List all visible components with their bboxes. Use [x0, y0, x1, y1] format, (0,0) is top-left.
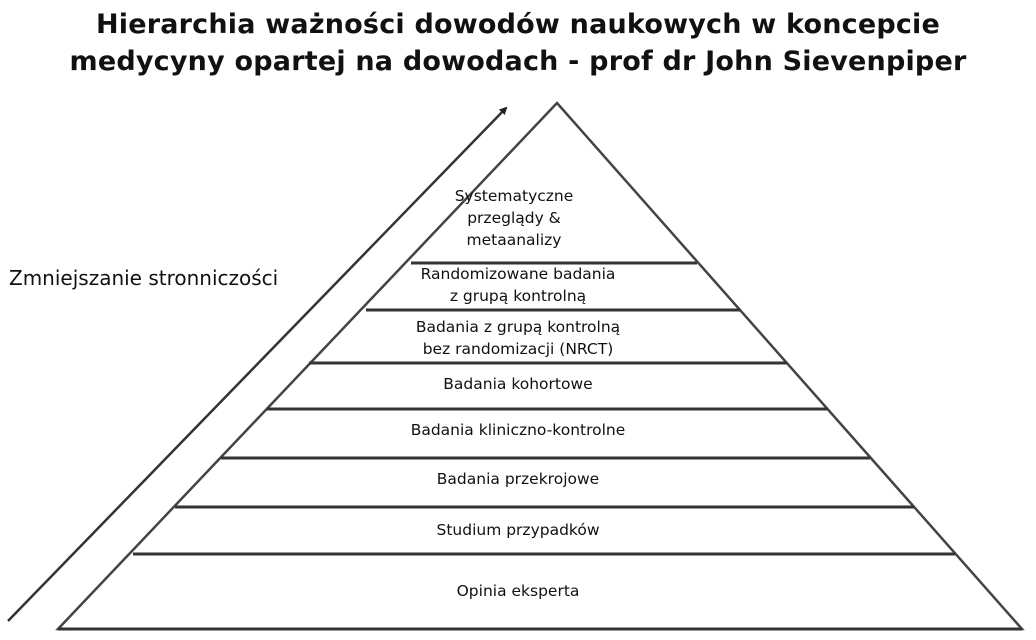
level-nrct: Badania z grupą kontrolną bez randomizac…	[0, 316, 1036, 360]
diagram-title: Hierarchia ważności dowodów naukowych w …	[0, 6, 1036, 80]
level-text: Badania kliniczno-kontrolne	[410, 421, 626, 439]
level-text: Opinia eksperta	[456, 582, 580, 600]
level-rct: Randomizowane badania z grupą kontrolną	[0, 263, 1036, 307]
level-text: Badania z grupą kontrolną	[415, 318, 621, 336]
pyramid-outline	[55, 101, 1025, 631]
level-text: Randomizowane badania	[420, 265, 616, 283]
bias-reduction-arrow	[7, 106, 508, 622]
level-text: Badania kohortowe	[443, 375, 593, 393]
level-cross-sectional: Badania przekrojowe	[0, 468, 1036, 490]
level-expert-opinion: Opinia eksperta	[0, 580, 1036, 602]
level-text: Studium przypadków	[436, 521, 600, 539]
level-text: z grupą kontrolną	[449, 287, 587, 305]
level-dividers	[58, 261, 1022, 631]
level-text: Badania przekrojowe	[436, 470, 600, 488]
level-systematic-reviews: Systematyczne przeglądy & metaanalizy	[0, 185, 1032, 251]
title-line-1: Hierarchia ważności dowodów naukowych w …	[95, 9, 941, 40]
level-case-reports: Studium przypadków	[0, 519, 1036, 541]
level-cohort: Badania kohortowe	[0, 373, 1036, 395]
level-text: metaanalizy	[466, 231, 562, 249]
level-text: bez randomizacji (NRCT)	[422, 340, 614, 358]
title-line-2: medycyny opartej na dowodach - prof dr J…	[69, 46, 967, 77]
level-case-control: Badania kliniczno-kontrolne	[0, 419, 1036, 441]
arrow-label: Zmniejszanie stronniczości	[9, 266, 279, 290]
level-text: Systematyczne	[454, 187, 574, 205]
level-text: przeglądy &	[467, 209, 561, 227]
